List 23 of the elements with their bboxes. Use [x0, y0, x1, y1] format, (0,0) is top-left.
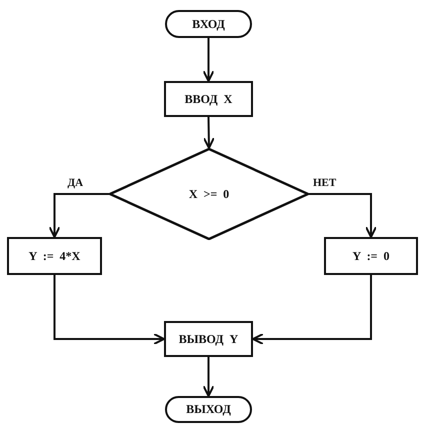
process-box	[324, 237, 418, 275]
terminal-box	[165, 396, 252, 423]
decision-diamond	[109, 148, 309, 240]
arrow	[48, 193, 109, 238]
terminal-box	[165, 10, 252, 38]
node-label: ВЫХОД	[186, 402, 231, 417]
arrow	[252, 275, 372, 345]
node-label: ВХОД	[192, 16, 225, 32]
edge-label: НЕТ	[312, 177, 338, 189]
arrow	[309, 193, 377, 238]
node-label: ВЫВОД Y	[178, 332, 238, 346]
arrow	[54, 275, 165, 345]
arrow	[202, 38, 214, 82]
arrow	[202, 116, 215, 149]
node-label: Y := 0	[352, 248, 390, 264]
arrow	[202, 357, 214, 397]
process-box	[164, 81, 253, 117]
process-box	[164, 321, 253, 357]
node-label: ВВОД X	[184, 92, 232, 106]
node-label: Y := 4*X	[28, 248, 80, 264]
edge-label: ДА	[66, 177, 84, 189]
node-label: X >= 0	[188, 186, 230, 202]
process-box	[7, 237, 102, 275]
